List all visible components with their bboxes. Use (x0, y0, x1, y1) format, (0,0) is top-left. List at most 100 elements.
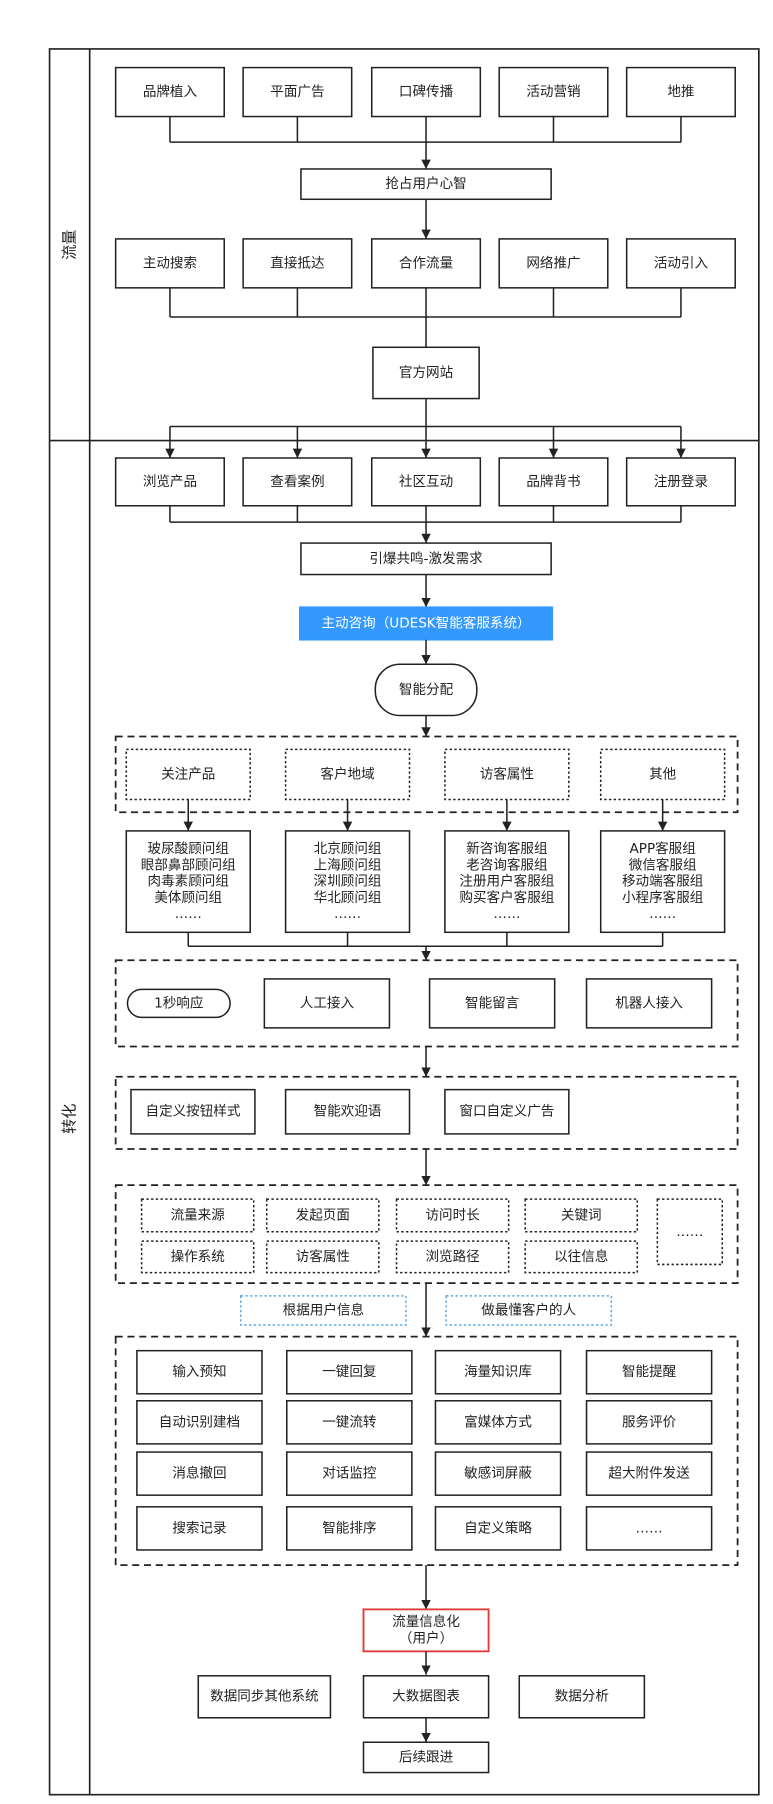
routing-criterion-box-shape (284, 748, 411, 801)
channel-box-label: 品牌植入 (143, 83, 197, 100)
feature-box: …… (585, 1506, 713, 1551)
feature-box: 智能提醒 (585, 1349, 713, 1395)
routing-team-box-line: 北京顾问组 (314, 841, 382, 857)
resonance-box-shape (300, 542, 552, 576)
entry-box-label: 直接抵达 (270, 254, 324, 271)
routing-team-box-line: 深圳顾问组 (314, 874, 382, 890)
feature-box: 服务评价 (585, 1400, 713, 1445)
consult-box: 主动咨询（UDESK智能客服系统） (298, 606, 554, 641)
feature-box-shape (434, 1506, 562, 1551)
visitor-tag-box-label: 发起页面 (296, 1208, 350, 1224)
visitor-tag-box-label: 以往信息 (554, 1248, 608, 1265)
routing-criterion-box-label: 客户地域 (320, 765, 374, 782)
output-box-label: 数据分析 (555, 1689, 609, 1705)
feature-box: 消息撤回 (136, 1451, 263, 1496)
channel-box-shape (242, 66, 353, 118)
follow-up-box-shape (362, 1741, 490, 1774)
flow-nodes: 品牌植入平面广告口碑传播活动营销地推抢占用户心智主动搜索直接抵达合作流量网络推广… (114, 66, 739, 1774)
visitor-tag-box: 发起页面 (265, 1198, 380, 1233)
entry-box: 合作流量 (370, 238, 482, 289)
feature-box-label: 输入预知 (172, 1363, 226, 1380)
routing-team-box: 玻尿酸顾问组眼部鼻部顾问组肉毒素顾问组美体顾问组…… (125, 830, 251, 934)
visitor-tag-box-shape (524, 1198, 639, 1233)
routing-criterion-box: 客户地域 (284, 748, 411, 801)
response-time-badge-label: 1秒响应 (154, 994, 203, 1011)
feature-box: 智能排序 (286, 1506, 413, 1551)
feature-box: 对话监控 (286, 1451, 413, 1496)
channel-box: 平面广告 (242, 66, 353, 118)
feature-box: 自动识别建档 (136, 1400, 263, 1445)
action-box: 查看案例 (242, 457, 353, 507)
visitor-tag-box-label: 访问时长 (425, 1208, 480, 1224)
dispatch-box: 智能分配 (374, 663, 478, 717)
access-mode-box: 人工接入 (263, 978, 391, 1029)
entry-box-shape (242, 238, 353, 289)
visitor-tag-box-shape (265, 1240, 380, 1274)
feature-box: 富媒体方式 (434, 1400, 562, 1445)
action-box-shape (498, 457, 609, 507)
routing-team-box-line: 小程序客服组 (622, 889, 703, 906)
visitor-tag-box-shape (140, 1240, 255, 1274)
visitor-tag-box-shape (395, 1240, 510, 1274)
feature-box-label: 自定义策略 (464, 1519, 532, 1536)
channel-box-label: 活动营销 (526, 84, 580, 100)
consult-box-label: 主动咨询（UDESK智能客服系统） (322, 615, 531, 632)
output-box-shape (197, 1675, 332, 1719)
action-box-label: 浏览产品 (143, 474, 197, 490)
output-box: 数据同步其他系统 (197, 1675, 332, 1719)
note-box: 做最懂客户的人 (445, 1295, 613, 1326)
resonance-box: 引爆共鸣-激发需求 (300, 542, 552, 576)
entry-box: 活动引入 (625, 238, 737, 289)
feature-box-label: 服务评价 (622, 1414, 677, 1430)
channel-box: 活动营销 (498, 66, 609, 118)
routing-team-box-line: APP客服组 (630, 840, 696, 857)
access-mode-box-label: 人工接入 (300, 994, 354, 1011)
result-box: 流量信息化（用户） (362, 1608, 490, 1653)
feature-box: 超大附件发送 (585, 1451, 713, 1496)
routing-criterion-box-label: 访客属性 (480, 765, 534, 782)
website-box-shape (372, 346, 480, 400)
routing-team-box-line: …… (493, 906, 520, 922)
feature-box-label: 超大附件发送 (608, 1466, 690, 1482)
routing-criterion-box-shape (444, 748, 570, 801)
routing-team-box-line: 眼部鼻部顾问组 (141, 856, 236, 873)
action-box: 注册登录 (625, 457, 737, 507)
note-box-shape (445, 1295, 613, 1326)
feature-box: 一键回复 (286, 1349, 413, 1395)
swimlane-frame: 流量 转化 (48, 48, 760, 1796)
access-mode-box-shape (263, 978, 391, 1029)
follow-up-box-label: 后续跟进 (399, 1749, 453, 1765)
entry-box-shape (114, 238, 225, 289)
feature-box: 一键流转 (286, 1400, 413, 1445)
response-time-badge-shape (126, 988, 231, 1019)
feature-box-label: 对话监控 (322, 1466, 376, 1482)
entry-box: 网络推广 (498, 238, 609, 289)
access-mode-box-label: 智能留言 (465, 995, 519, 1011)
channel-box-label: 口碑传播 (399, 84, 454, 100)
action-box-label: 社区互动 (399, 474, 453, 490)
channel-box-label: 地推 (667, 84, 694, 100)
feature-box-label: 一键回复 (322, 1363, 376, 1380)
feature-box-label: …… (636, 1520, 663, 1536)
routing-team-box-line: 玻尿酸顾问组 (148, 841, 229, 857)
routing-team-box-line: 老咨询客服组 (466, 856, 547, 873)
feature-box-label: 富媒体方式 (464, 1413, 532, 1430)
feature-box-shape (136, 1506, 263, 1551)
channel-box-label: 平面广告 (270, 84, 324, 100)
feature-box-shape (136, 1400, 263, 1445)
routing-team-box-line: 新咨询客服组 (466, 840, 547, 857)
entry-box-shape (370, 238, 482, 289)
feature-box-shape (286, 1400, 413, 1445)
resonance-box-label: 引爆共鸣-激发需求 (369, 550, 483, 567)
routing-team-box: 北京顾问组上海顾问组深圳顾问组华北顾问组…… (284, 830, 411, 934)
channel-box: 品牌植入 (114, 66, 225, 118)
feature-box-shape (286, 1451, 413, 1496)
entry-box-label: 网络推广 (526, 255, 580, 271)
routing-criterion-box: 其他 (599, 748, 726, 801)
routing-team-box-line: …… (175, 906, 202, 922)
output-box: 大数据图表 (362, 1675, 490, 1719)
lane-label-conversion: 转化 (61, 1104, 79, 1134)
visitor-tag-box: 操作系统 (140, 1240, 255, 1274)
customization-box: 窗口自定义广告 (444, 1088, 570, 1135)
channel-box: 口碑传播 (370, 66, 482, 118)
